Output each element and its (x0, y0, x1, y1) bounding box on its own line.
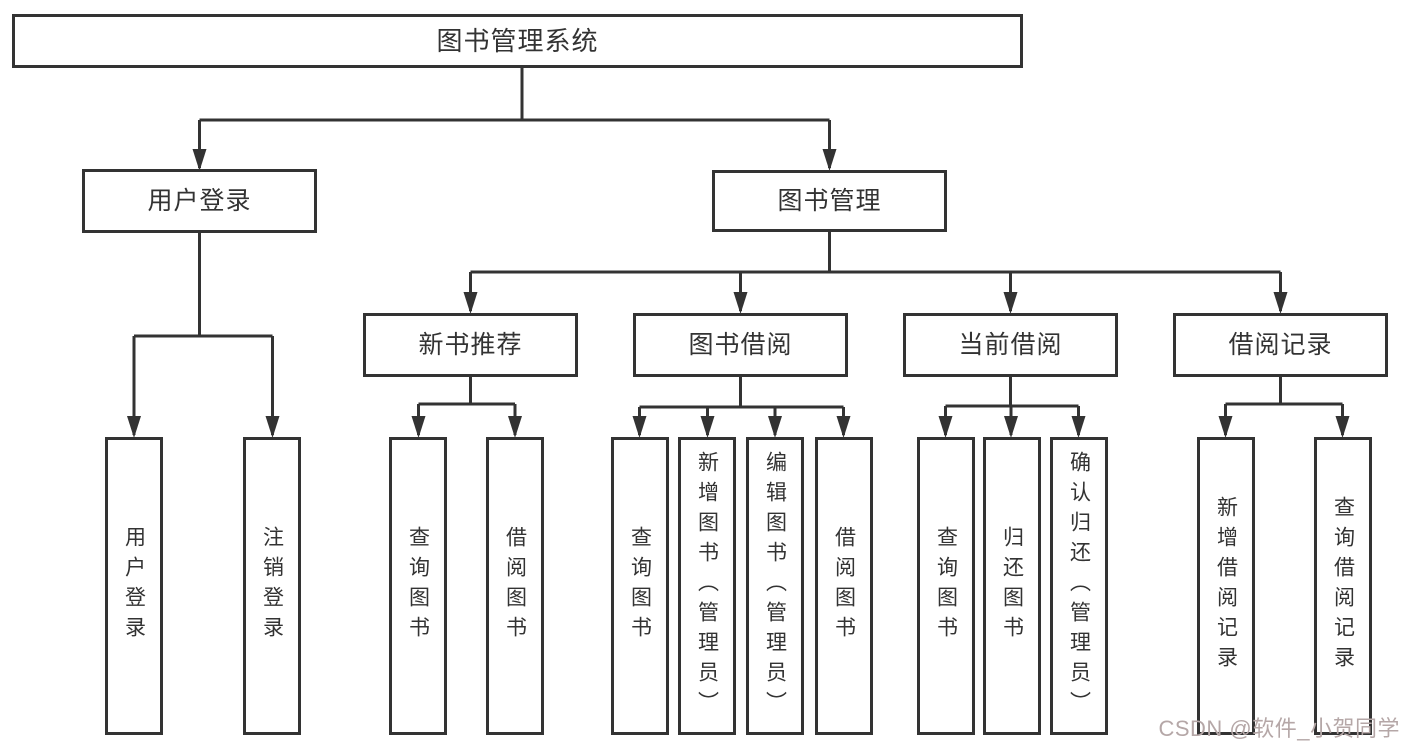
leaf-query-books-recommend: 查询图书 (389, 437, 447, 735)
node-book-management-label: 图书管理 (777, 186, 882, 215)
leaf-query-books-current-label: 查询图书 (934, 526, 958, 646)
node-root-label: 图书管理系统 (436, 26, 599, 56)
leaf-confirm-return-admin: 确认归还（管理员） (1050, 437, 1108, 735)
edge-recommend-to-leaves (417, 377, 517, 435)
edge-bookmgmt-to-level3 (469, 232, 1282, 311)
leaf-query-borrow-record-label: 查询借阅记录 (1331, 496, 1355, 676)
leaf-confirm-return-admin-label: 确认归还（管理员） (1067, 451, 1091, 721)
leaf-borrow-books: 借阅图书 (815, 437, 873, 735)
node-book-borrow: 图书借阅 (633, 313, 848, 377)
leaf-add-borrow-record-label: 新增借阅记录 (1214, 496, 1238, 676)
node-current-borrow: 当前借阅 (903, 313, 1118, 377)
node-borrow-records: 借阅记录 (1173, 313, 1388, 377)
watermark-text: CSDN @软件_小贺同学 (1158, 716, 1400, 741)
leaf-logout: 注销登录 (243, 437, 301, 735)
leaf-add-borrow-record: 新增借阅记录 (1197, 437, 1255, 735)
leaf-query-books-borrow: 查询图书 (611, 437, 669, 735)
leaf-user-login-label: 用户登录 (122, 526, 146, 646)
leaf-add-books-admin-label: 新增图书（管理员） (695, 451, 719, 721)
leaf-query-books-current: 查询图书 (917, 437, 975, 735)
node-current-borrow-label: 当前借阅 (958, 330, 1063, 359)
leaf-logout-label: 注销登录 (260, 526, 284, 646)
leaf-return-books: 归还图书 (983, 437, 1041, 735)
node-root: 图书管理系统 (12, 14, 1023, 68)
node-book-borrow-label: 图书借阅 (688, 330, 793, 359)
leaf-query-books-borrow-label: 查询图书 (628, 526, 652, 646)
node-new-book-recommend: 新书推荐 (363, 313, 578, 377)
edge-root-to-level2 (198, 68, 831, 168)
node-user-login: 用户登录 (82, 169, 317, 233)
leaf-edit-books-admin-label: 编辑图书（管理员） (763, 451, 787, 721)
edge-userlogin-to-leaves (132, 233, 274, 435)
node-borrow-records-label: 借阅记录 (1228, 330, 1333, 359)
leaf-user-login: 用户登录 (105, 437, 163, 735)
leaf-return-books-label: 归还图书 (1000, 526, 1024, 646)
edge-borrow-to-leaves (638, 377, 845, 435)
leaf-edit-books-admin: 编辑图书（管理员） (746, 437, 804, 735)
node-new-book-recommend-label: 新书推荐 (418, 330, 523, 359)
leaf-query-borrow-record: 查询借阅记录 (1314, 437, 1372, 735)
node-user-login-label: 用户登录 (147, 186, 252, 215)
edge-records-to-leaves (1224, 377, 1344, 435)
leaf-borrow-books-recommend-label: 借阅图书 (503, 526, 527, 646)
leaf-query-books-recommend-label: 查询图书 (406, 526, 430, 646)
leaf-add-books-admin: 新增图书（管理员） (678, 437, 736, 735)
node-book-management: 图书管理 (712, 170, 947, 232)
leaf-borrow-books-recommend: 借阅图书 (486, 437, 544, 735)
leaf-borrow-books-label: 借阅图书 (832, 526, 856, 646)
